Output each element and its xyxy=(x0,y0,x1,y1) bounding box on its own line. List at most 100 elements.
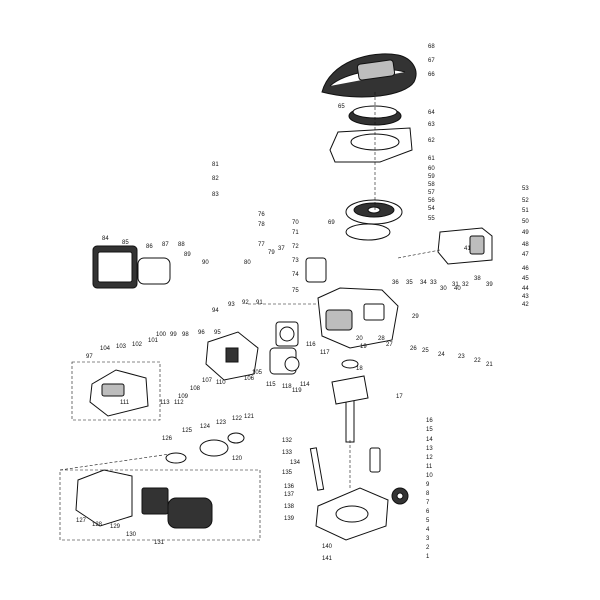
part-number-96: 96 xyxy=(198,330,205,336)
part-number-111: 111 xyxy=(120,400,130,406)
part-number-50: 50 xyxy=(522,219,529,225)
part-number-21: 21 xyxy=(486,362,493,368)
fan-housing xyxy=(329,127,413,163)
part-number-131: 131 xyxy=(154,540,165,546)
part-number-40: 40 xyxy=(454,286,461,292)
part-number-140: 140 xyxy=(322,544,333,550)
part-number-9: 9 xyxy=(426,482,430,488)
part-number-99: 99 xyxy=(170,332,177,338)
recoil-starter xyxy=(345,223,391,241)
part-number-18: 18 xyxy=(356,366,363,372)
part-number-62: 62 xyxy=(428,138,435,144)
part-number-2: 2 xyxy=(426,545,430,551)
part-number-24: 24 xyxy=(438,352,445,358)
part-number-26: 26 xyxy=(410,346,417,352)
part-number-75: 75 xyxy=(292,288,299,294)
part-number-84: 84 xyxy=(102,236,109,242)
part-number-91: 91 xyxy=(256,300,263,306)
part-number-23: 23 xyxy=(458,354,465,360)
part-number-43: 43 xyxy=(522,294,529,300)
part-number-48: 48 xyxy=(522,242,529,248)
part-number-73: 73 xyxy=(292,258,299,264)
part-number-63: 63 xyxy=(428,122,435,128)
part-number-28: 28 xyxy=(378,336,385,342)
part-number-108: 108 xyxy=(190,386,201,392)
gasket-plate xyxy=(275,321,299,347)
part-number-4: 4 xyxy=(426,527,430,533)
part-number-66: 66 xyxy=(428,72,435,78)
part-number-124: 124 xyxy=(200,424,211,430)
part-number-117: 117 xyxy=(320,350,330,356)
part-number-67: 67 xyxy=(428,58,435,64)
air-filter-cover xyxy=(321,53,417,98)
part-number-7: 7 xyxy=(426,500,430,506)
part-number-79: 79 xyxy=(268,250,275,256)
part-number-65: 65 xyxy=(338,104,345,110)
part-number-121: 121 xyxy=(244,414,255,420)
part-number-137: 137 xyxy=(284,492,295,498)
part-number-70: 70 xyxy=(292,220,299,226)
part-number-5: 5 xyxy=(426,518,430,524)
part-number-22: 22 xyxy=(474,358,481,364)
part-number-29: 29 xyxy=(412,314,419,320)
part-number-109: 109 xyxy=(178,394,189,400)
ignition-coil xyxy=(305,257,327,283)
part-number-34: 34 xyxy=(420,280,427,286)
part-number-104: 104 xyxy=(100,346,111,352)
part-number-78: 78 xyxy=(258,222,265,228)
part-number-36: 36 xyxy=(392,280,399,286)
part-number-130: 130 xyxy=(126,532,137,538)
part-number-42: 42 xyxy=(522,302,529,308)
part-number-116: 116 xyxy=(306,342,316,348)
part-number-59: 59 xyxy=(428,174,435,180)
part-number-132: 132 xyxy=(282,438,293,444)
part-number-94: 94 xyxy=(212,308,219,314)
carburetor xyxy=(269,347,300,375)
part-number-83: 83 xyxy=(212,192,219,198)
part-number-60: 60 xyxy=(428,166,435,172)
part-number-76: 76 xyxy=(258,212,265,218)
part-number-113: 113 xyxy=(160,400,170,406)
part-number-12: 12 xyxy=(426,455,433,461)
flywheel xyxy=(345,199,403,225)
part-number-31: 31 xyxy=(452,282,459,288)
crankshaft xyxy=(331,359,369,443)
part-number-64: 64 xyxy=(428,110,435,116)
part-number-52: 52 xyxy=(522,198,529,204)
cylinder-head xyxy=(205,331,259,381)
part-number-57: 57 xyxy=(428,190,435,196)
cylinder-block xyxy=(317,287,399,349)
part-number-68: 68 xyxy=(428,44,435,50)
piston-ring-set xyxy=(165,432,245,464)
part-number-86: 86 xyxy=(146,244,153,250)
connector-fuel xyxy=(397,249,441,259)
part-number-49: 49 xyxy=(522,230,529,236)
part-number-120: 120 xyxy=(232,456,243,462)
part-number-80: 80 xyxy=(244,260,251,266)
part-number-27: 27 xyxy=(386,342,393,348)
group-boundary-head xyxy=(71,361,161,421)
part-number-15: 15 xyxy=(426,427,433,433)
connector-intake xyxy=(59,453,171,471)
part-number-98: 98 xyxy=(182,332,189,338)
part-number-77: 77 xyxy=(258,242,265,248)
part-number-134: 134 xyxy=(290,460,301,466)
part-number-56: 56 xyxy=(428,198,435,204)
part-number-122: 122 xyxy=(232,416,243,422)
part-number-87: 87 xyxy=(162,242,169,248)
part-number-54: 54 xyxy=(428,206,435,212)
fuel-tank xyxy=(437,227,493,265)
part-number-133: 133 xyxy=(282,450,293,456)
part-number-30: 30 xyxy=(440,286,447,292)
part-number-14: 14 xyxy=(426,437,433,443)
part-number-123: 123 xyxy=(216,420,227,426)
part-number-38: 38 xyxy=(474,276,481,282)
part-number-16: 16 xyxy=(426,418,433,424)
camshaft xyxy=(309,447,381,491)
part-number-89: 89 xyxy=(184,252,191,258)
part-number-13: 13 xyxy=(426,446,433,452)
valve-cover xyxy=(89,369,149,417)
part-number-19: 19 xyxy=(360,344,367,350)
part-number-32: 32 xyxy=(462,282,469,288)
